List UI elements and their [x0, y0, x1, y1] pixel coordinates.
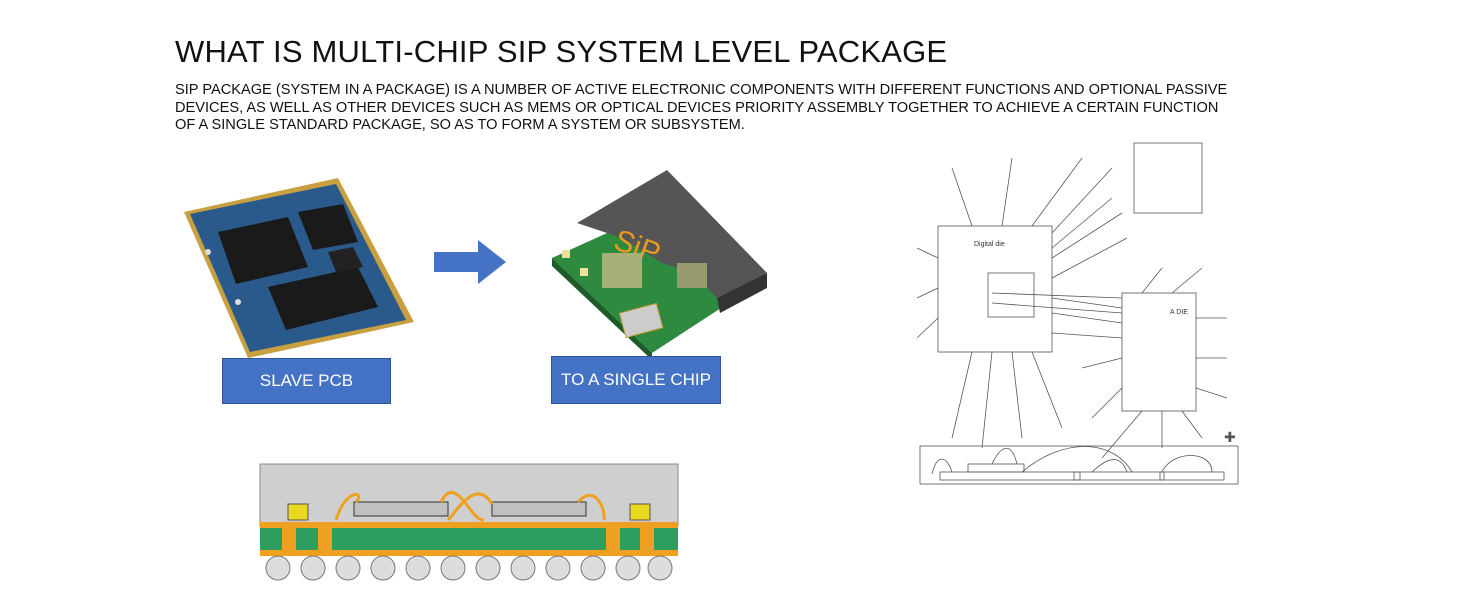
- sip-cross-section-diagram: [259, 463, 679, 581]
- single-chip-label: TO A SINGLE CHIP: [551, 356, 721, 404]
- page-title: WHAT IS MULTI-CHIP SIP SYSTEM LEVEL PACK…: [175, 34, 948, 69]
- slave-pcb-label: SLAVE PCB: [222, 358, 391, 404]
- a-die-label: A DIE: [1170, 309, 1188, 316]
- slave-pcb-image: [184, 178, 414, 358]
- digital-die-label: Digital die: [974, 241, 1005, 248]
- description-text: SIP PACKAGE (SYSTEM IN A PACKAGE) IS A N…: [175, 82, 1228, 133]
- arrow-right-icon: [434, 240, 506, 284]
- plus-icon: ✚: [1224, 429, 1236, 445]
- die-layout-drawing: Digital die A DIE ✚: [916, 142, 1239, 485]
- sip-chip-image: SiP: [552, 170, 767, 360]
